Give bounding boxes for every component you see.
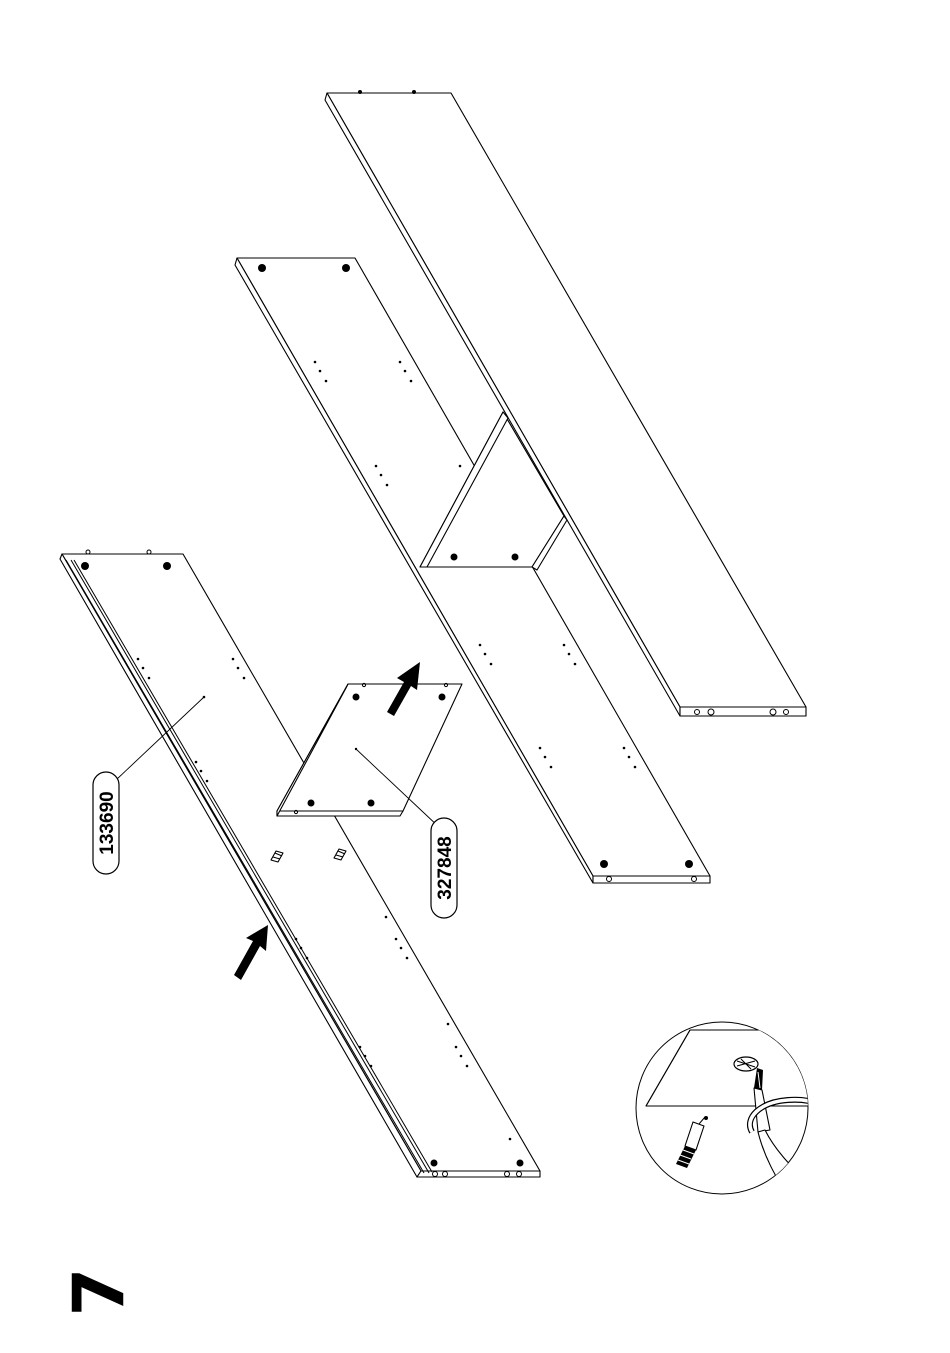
part-number-text: 327848 <box>435 836 456 899</box>
arrow-icon <box>234 925 268 980</box>
step-number-text: 7 <box>58 1268 140 1317</box>
part-label-133690: 133690 <box>93 772 119 874</box>
part-number-text: 133690 <box>97 791 118 854</box>
part-label-327848: 327848 <box>431 818 457 918</box>
step-number: 7 <box>58 1268 140 1317</box>
cam-lock-screwdriver-detail-icon <box>636 1022 850 1200</box>
small-shelf <box>277 683 462 816</box>
